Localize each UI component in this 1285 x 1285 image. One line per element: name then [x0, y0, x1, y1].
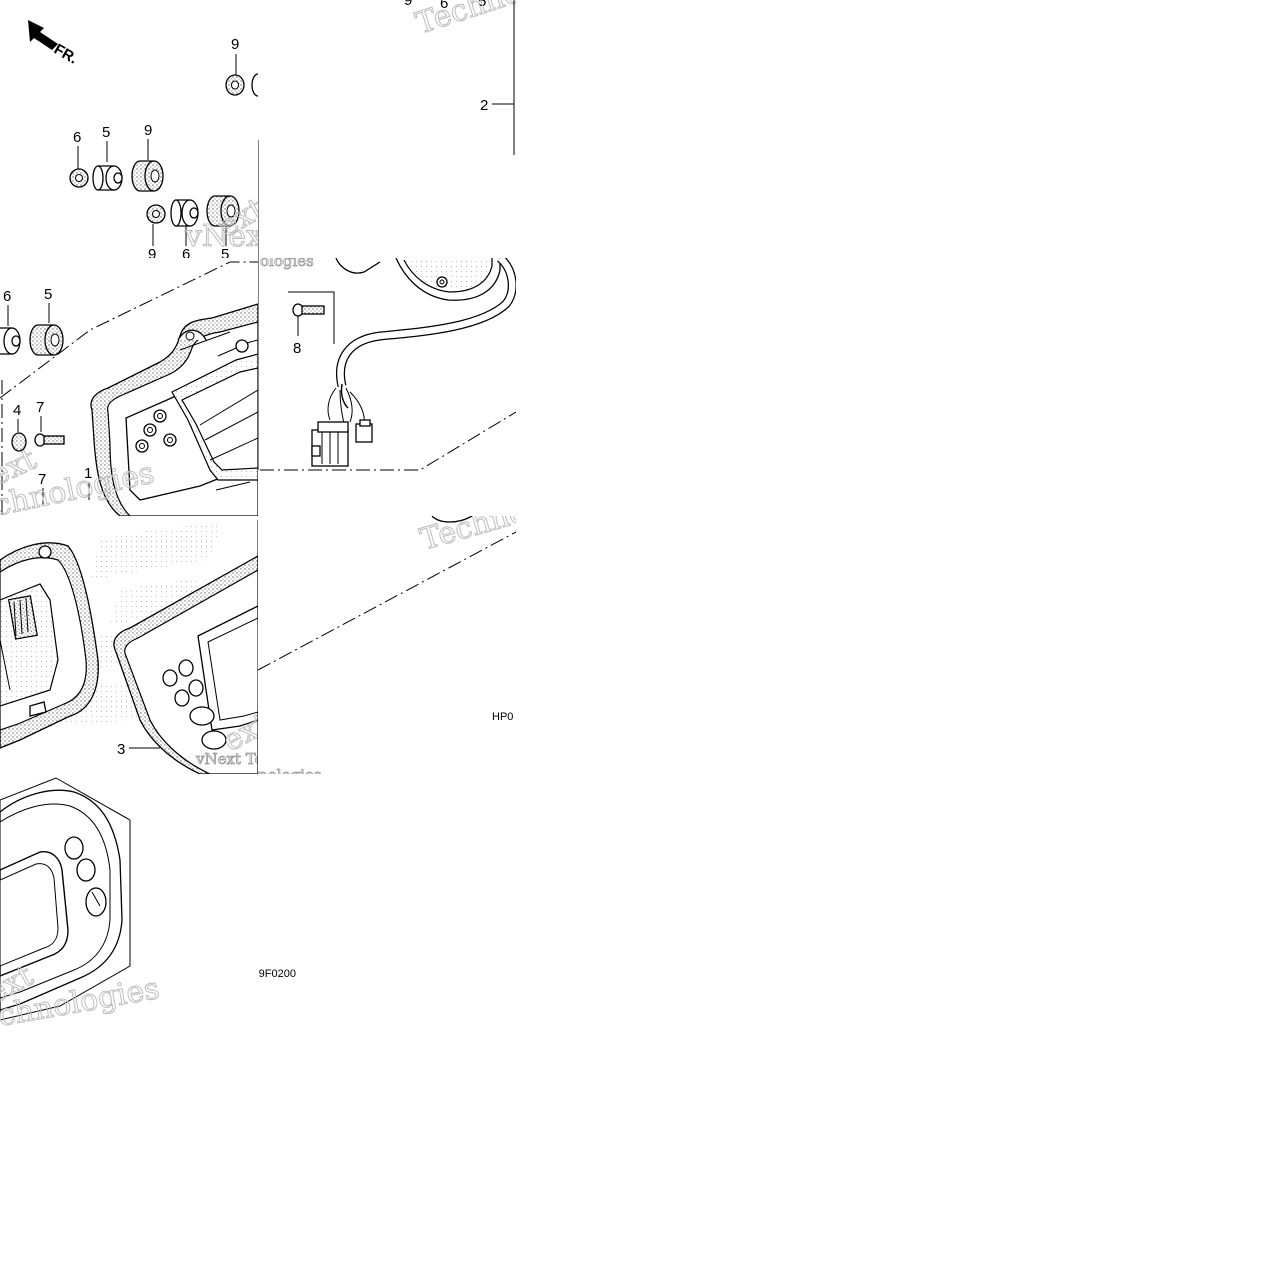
tile-bottom-right: Technol HP0 nologies	[258, 491, 541, 784]
callout-5-side: 5	[44, 286, 52, 303]
button-icon	[85, 887, 107, 917]
collar-icon	[170, 199, 199, 227]
nut-icon	[69, 168, 89, 188]
button-icon	[201, 730, 227, 750]
callout-5-edge: 5	[478, 0, 486, 10]
assembly-boundary	[258, 531, 516, 671]
watermark: ologies	[260, 252, 314, 270]
tile-bottom-left: 3 vNext Tec ext	[0, 520, 272, 774]
meter-case	[90, 303, 258, 516]
button-icon	[188, 679, 204, 697]
callout-7-low: 7	[38, 471, 46, 488]
grommet-icon	[131, 160, 164, 192]
button-icon	[174, 689, 190, 707]
watermark: vNext Tec	[184, 219, 337, 254]
collar-icon	[0, 327, 21, 355]
meter-front-lower	[0, 777, 131, 1021]
assembly-boundary	[260, 411, 516, 471]
callout-6-low: 6	[182, 246, 190, 263]
meter-front-right	[113, 555, 258, 774]
callout-6-edge: 6	[440, 0, 448, 12]
callout-9-edge: 9	[404, 0, 412, 9]
connector-icon	[355, 419, 373, 443]
assembly-boundary	[0, 261, 258, 399]
callout-1: 1	[84, 465, 92, 482]
grommet-icon	[206, 195, 240, 227]
diagram-code: )9F0200	[255, 968, 296, 980]
button-icon	[76, 858, 96, 882]
screw-icon	[34, 433, 65, 447]
tile-lower-left: ext chnologies	[0, 777, 163, 1032]
callout-9-low: 9	[148, 246, 156, 263]
screw-icon	[292, 303, 325, 317]
watermark: Technol	[417, 491, 541, 557]
callout-2: 2	[480, 97, 488, 114]
button-icon	[162, 669, 178, 687]
tile-middle-right: ologies	[258, 252, 516, 471]
callout-5-mid: 9	[144, 122, 152, 139]
callout-9-top: 9	[231, 36, 239, 53]
watermark: vNext Tec	[195, 750, 272, 768]
watermark: Techno	[412, 0, 526, 42]
callout-6-mid: 5	[102, 124, 110, 141]
grommet-icon	[29, 324, 64, 356]
tile-lower-right: )9F0200	[255, 968, 296, 980]
nut-icon	[225, 74, 245, 96]
button-icon	[178, 659, 194, 677]
button-icon	[64, 836, 84, 860]
diagram-code: HP0	[492, 711, 513, 723]
tile-middle-left: 6 5 4 7 7 1	[0, 261, 258, 516]
callout-9-mid: 6	[73, 129, 81, 146]
meter-front-left	[0, 542, 99, 749]
button-icon	[189, 706, 215, 726]
front-direction-arrow-icon: FR.	[28, 20, 80, 68]
callout-4: 4	[13, 402, 21, 419]
callout-7-top: 7	[36, 399, 44, 416]
nut-icon	[11, 432, 27, 452]
tile-top-left: FR. 9 6 5 9	[28, 20, 337, 263]
callout-3: 3	[117, 741, 125, 758]
callout-5-low: 5	[221, 246, 229, 263]
collar-icon	[251, 73, 258, 97]
nut-icon	[146, 204, 166, 224]
tile-top-right: 9 6 5 Techno 2	[258, 0, 526, 258]
collar-icon	[92, 165, 123, 191]
callout-8: 8	[293, 340, 301, 357]
callout-6-side: 6	[3, 288, 11, 305]
watermark: nologies	[258, 766, 322, 784]
connector-icon	[311, 421, 349, 467]
